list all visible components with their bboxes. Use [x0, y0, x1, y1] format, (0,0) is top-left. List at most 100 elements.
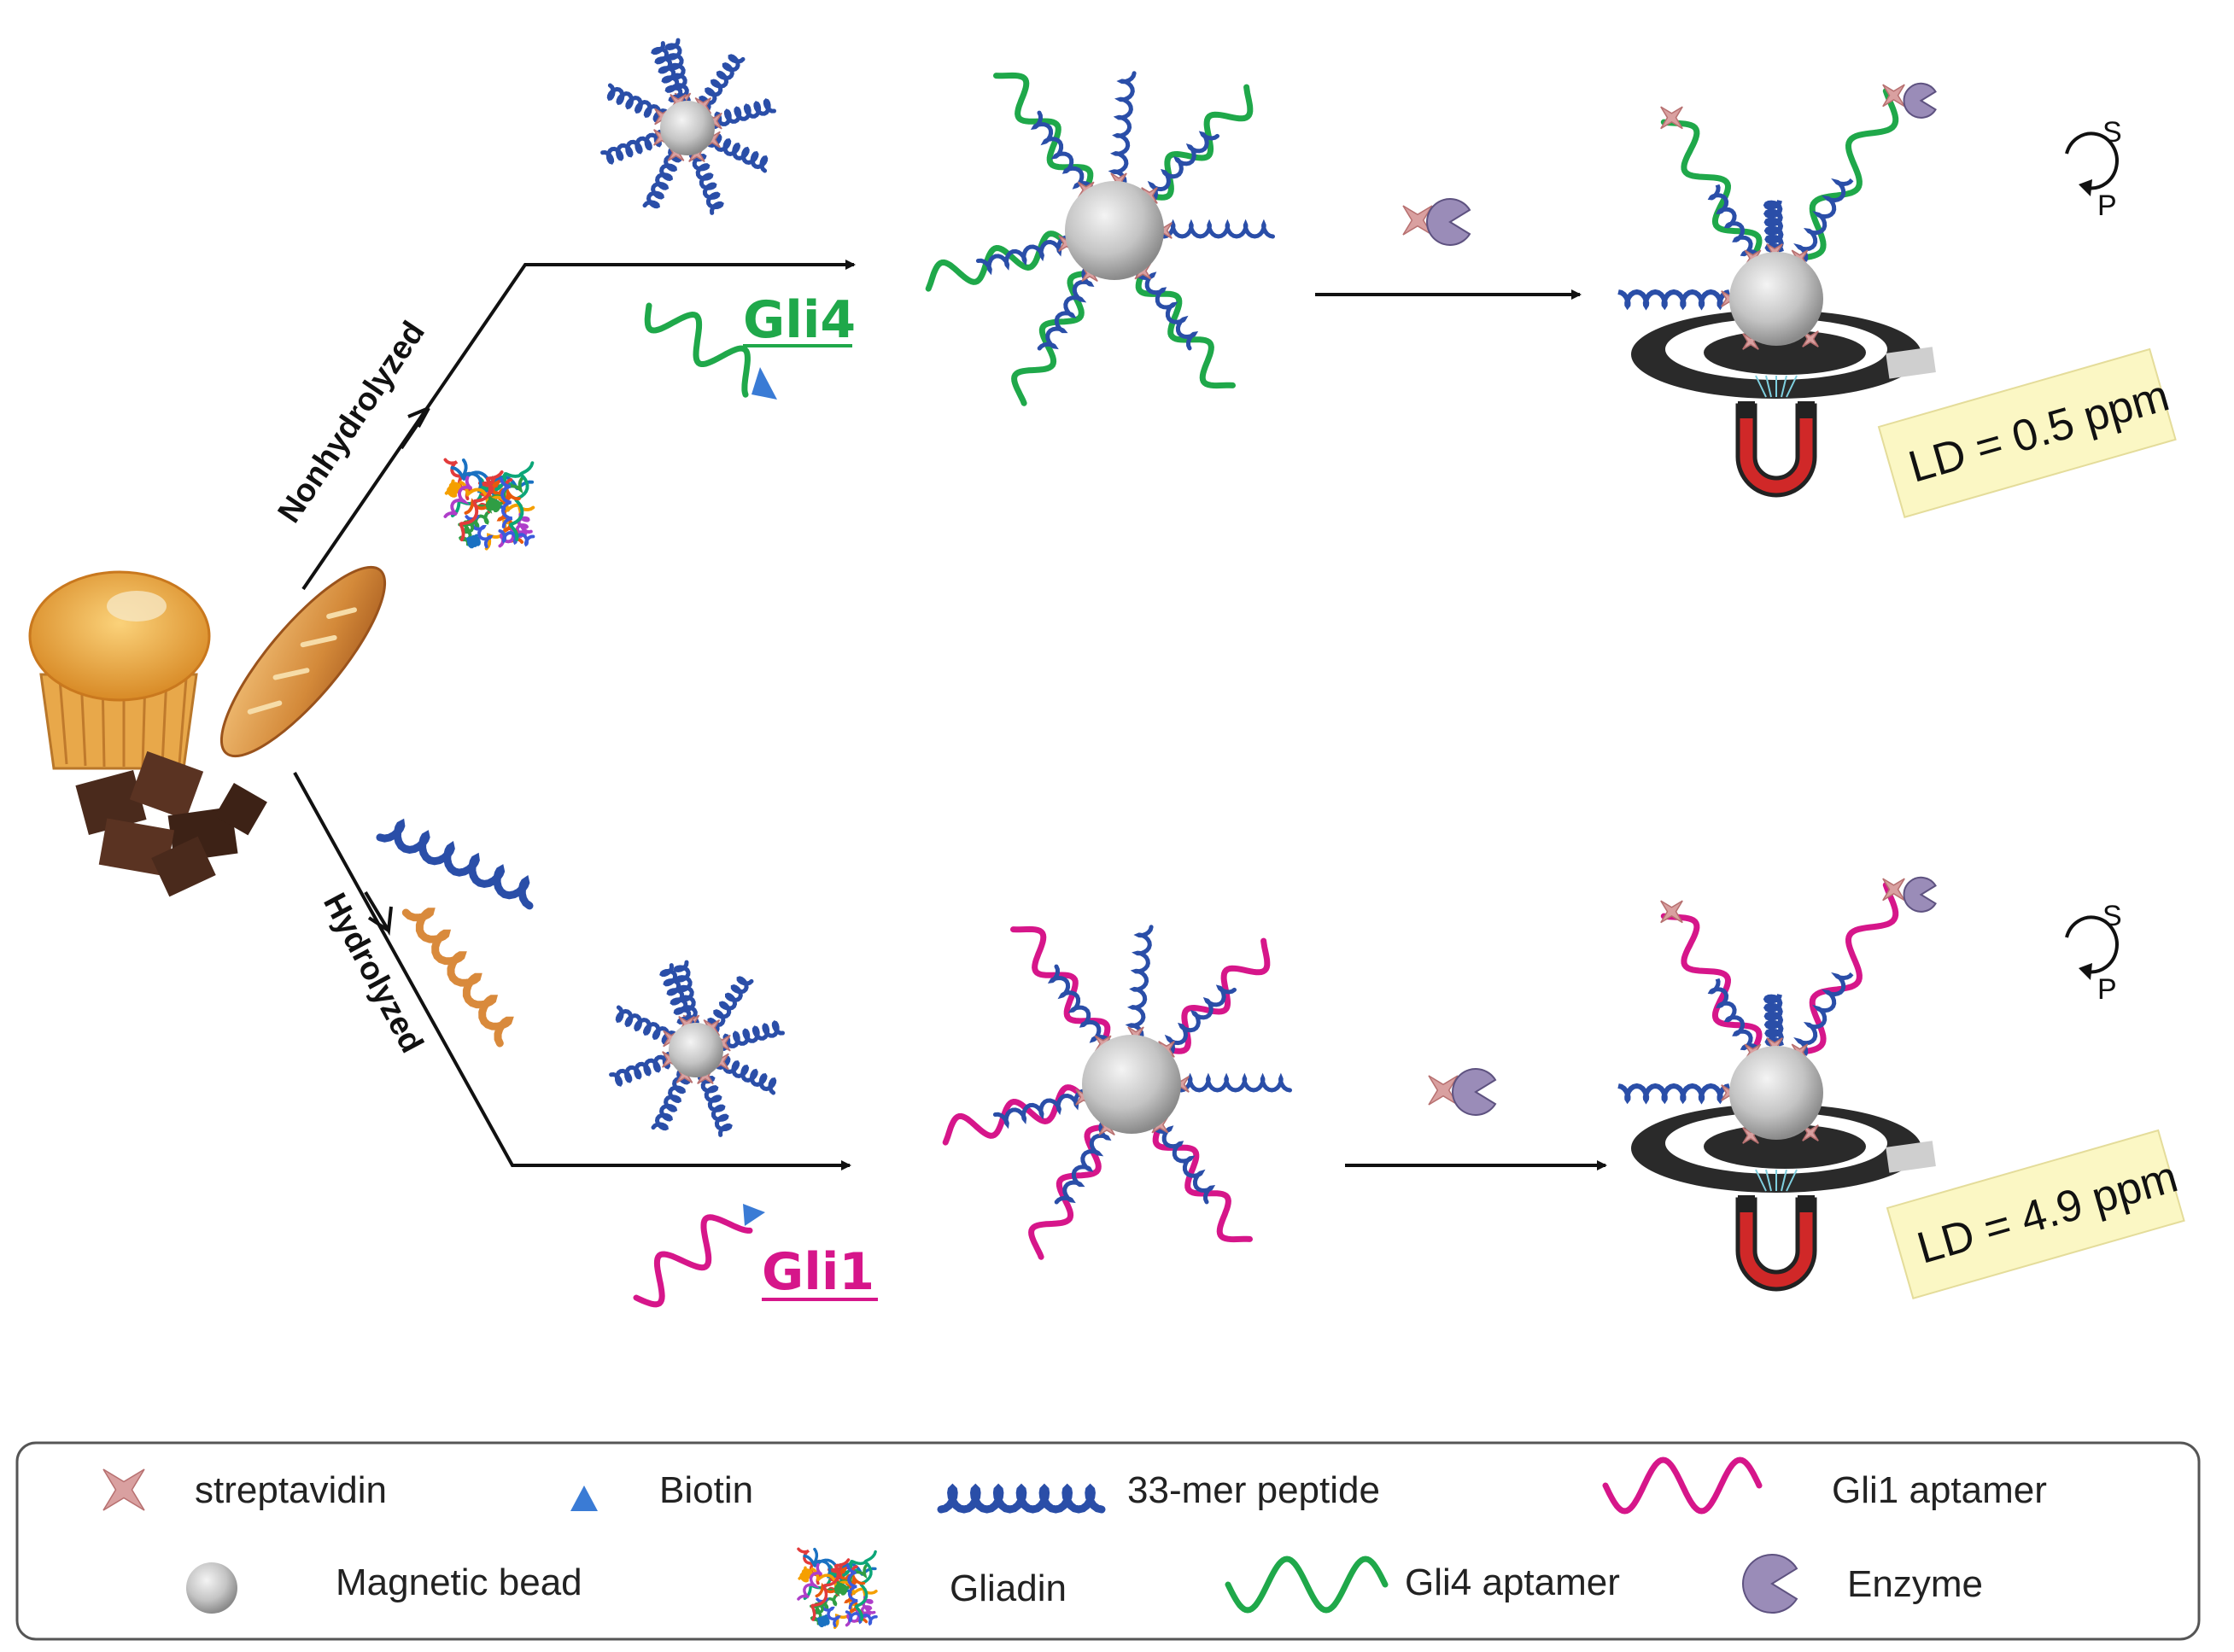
peptide-strand [651, 1070, 691, 1131]
aptamer-strand [1028, 1124, 1110, 1260]
peptide-strand [975, 235, 1067, 276]
peptide-strand [642, 148, 682, 209]
peptide-strand [609, 1051, 670, 1087]
bread-image [219, 565, 387, 758]
captured-bead-complex [1617, 876, 1937, 1144]
product-label: P [2097, 190, 2117, 222]
gliadin-protein-icon [443, 458, 535, 551]
legend-gli4: Gli4 aptamer [1405, 1562, 1620, 1603]
captured-bead-complex [1617, 82, 1937, 350]
gli4-aptamer-key: Gli4 [644, 290, 856, 400]
gliadin-icon [797, 1547, 878, 1630]
magnet-icon [1735, 1195, 1817, 1292]
nonhydrolyzed-arrow [301, 260, 856, 591]
peptide-strand [659, 963, 695, 1024]
streptavidin-icon [102, 1468, 145, 1511]
magnetic-bead [1065, 181, 1164, 280]
peptide-strand [697, 1076, 733, 1137]
peptide-strand [707, 976, 754, 1034]
electrode-with-magnet [1617, 876, 1937, 1292]
peptide-strand [722, 1020, 785, 1051]
nonhydrolyzed-label: Nonhydrolyzed [272, 315, 432, 529]
aptamer-strand [1163, 937, 1271, 1054]
peptide-strand [699, 54, 746, 112]
peptide-strand [1161, 219, 1275, 239]
streptavidin-enzyme-conjugate [1402, 198, 1471, 246]
food-samples [28, 565, 387, 897]
legend-streptavidin: streptavidin [195, 1469, 387, 1511]
bead-with-peptides [609, 960, 785, 1137]
legend: streptavidin Biotin 33-mer peptide Gli1 … [15, 1441, 2201, 1641]
enzyme-icon [1452, 1068, 1497, 1116]
streptavidin-icon [1660, 900, 1683, 924]
legend-gli1: Gli1 aptamer [1832, 1469, 2047, 1511]
aptamer-strand [1146, 84, 1254, 201]
bead-with-gli4-aptamers [925, 71, 1275, 406]
peptide-strand [1047, 964, 1110, 1043]
streptavidin-icon [1428, 1075, 1459, 1106]
reaction-s-to-p: S P [2065, 116, 2122, 222]
peptide-strand [673, 960, 699, 1024]
magnetic-bead [669, 1023, 723, 1077]
peptide-icon [937, 1483, 1106, 1514]
reaction-s-to-p: S P [2065, 900, 2122, 1006]
peptide-strand [1037, 268, 1095, 351]
streptavidin-icon [1402, 205, 1433, 236]
peptide-strand [600, 129, 662, 165]
peptide-strand [615, 1005, 676, 1045]
streptavidin-icon [1660, 106, 1683, 130]
muffin-image [28, 570, 211, 770]
legend-biotin: Biotin [659, 1469, 753, 1511]
gli4-label: Gli4 [743, 290, 856, 350]
peptide-strand [606, 83, 668, 123]
aptamer-strand [1011, 270, 1093, 406]
peptide-strand [707, 133, 769, 173]
bead-with-gli1-aptamers [942, 925, 1292, 1260]
streptavidin-enzyme-conjugate [1428, 1068, 1497, 1116]
gli1-aptamer-icon [1602, 1456, 1763, 1515]
enzyme-icon [1903, 82, 1937, 119]
aptamer-strand [1010, 925, 1111, 1047]
peptide-strand [1153, 1125, 1216, 1205]
peptide-strand [1147, 131, 1219, 202]
peptide-strand [1164, 984, 1237, 1056]
magnetic-bead [1729, 252, 1823, 346]
magnetic-bead [1082, 1035, 1181, 1134]
gli1-aptamer-key: Gli1 [633, 1204, 878, 1308]
peptide-strand [713, 98, 776, 129]
biotin-icon [570, 1486, 598, 1511]
magnetic-bead [660, 101, 715, 155]
enzyme-icon [1426, 198, 1471, 246]
peptide-strand [1178, 1072, 1292, 1093]
enzyme-icon [1742, 1554, 1798, 1614]
legend-bead: Magnetic bead [336, 1562, 582, 1603]
bead-with-peptides [600, 38, 776, 215]
peptide-strand [992, 1089, 1085, 1130]
peptide-strand [716, 1055, 777, 1095]
magnet-icon [1735, 401, 1817, 498]
peptide-strand [1108, 71, 1137, 184]
product-label: P [2097, 973, 2117, 1006]
peptide-strand [688, 154, 724, 215]
aptamer-strand [1135, 268, 1236, 389]
peptide-strand [1136, 271, 1199, 351]
peptide-strand [1054, 1122, 1112, 1205]
streptavidin-icon [102, 1468, 145, 1511]
peptide-strand [1030, 110, 1093, 190]
magnetic-bead [1729, 1046, 1823, 1140]
peptide-fragment [376, 818, 534, 1048]
aptamer-strand [1152, 1122, 1253, 1243]
gli4-aptamer-icon [1225, 1556, 1389, 1614]
magnetic-bead-icon [186, 1562, 237, 1614]
substrate-label: S [2102, 900, 2122, 932]
streptavidin-icon [1882, 84, 1905, 108]
legend-enzyme: Enzyme [1847, 1563, 1983, 1605]
legend-gliadin: Gliadin [950, 1567, 1067, 1609]
peptide-strand [664, 38, 691, 102]
substrate-label: S [2102, 116, 2122, 149]
peptide-strand [1125, 925, 1154, 1038]
electrode-with-magnet [1617, 82, 1937, 498]
aptamer-strand [993, 72, 1094, 193]
hydrolyzed-arrow [293, 772, 851, 1170]
